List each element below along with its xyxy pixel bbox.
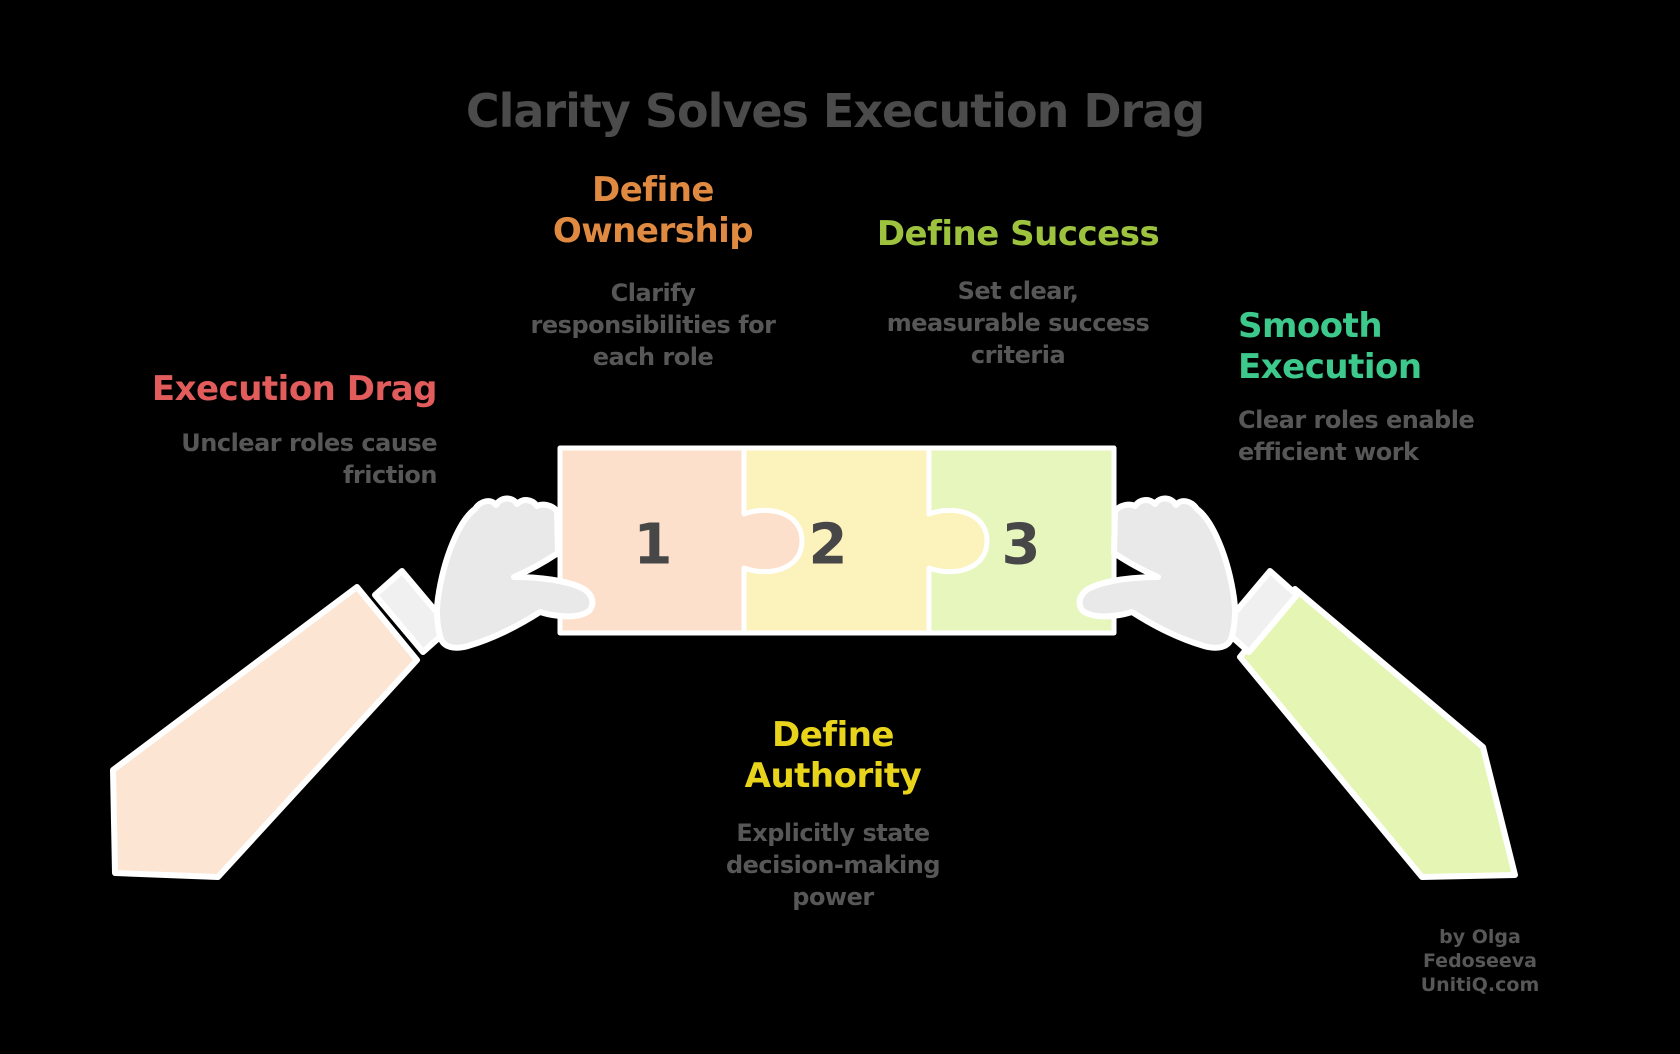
define-authority-subtitle: Explicitly state decision-making power [725, 819, 941, 911]
execution-drag-subtitle: Unclear roles cause friction [181, 429, 437, 489]
execution-drag-title: Execution Drag [151, 369, 438, 409]
right-arm-illustration [1076, 495, 1518, 880]
define-authority-title: Define Authority [744, 715, 922, 796]
smooth-execution-title: Smooth Execution [1238, 306, 1422, 387]
right-sleeve-icon [1237, 586, 1518, 880]
define-success-title: Define Success [876, 214, 1160, 254]
define-ownership-subtitle: Clarify responsibilities for each role [530, 279, 776, 371]
puzzle-number-3: 3 [1001, 512, 1041, 578]
puzzle-number-2: 2 [808, 512, 848, 578]
puzzle-number-1: 1 [633, 512, 673, 578]
page-title: Clarity Solves Execution Drag [465, 84, 1205, 138]
left-sleeve-icon [110, 584, 420, 880]
right-hand-icon [1076, 495, 1238, 651]
left-hand-icon [434, 495, 596, 651]
left-arm-illustration [110, 495, 596, 880]
define-success-subtitle: Set clear, measurable success criteria [886, 277, 1150, 369]
define-ownership-title: Define Ownership [552, 170, 754, 251]
puzzle-piece-2-icon [741, 445, 990, 636]
puzzle-piece-1-icon [557, 445, 805, 636]
attribution-text: by Olga Fedoseeva UnitiQ.com [1420, 926, 1540, 996]
smooth-execution-subtitle: Clear roles enable efficient work [1238, 406, 1475, 466]
